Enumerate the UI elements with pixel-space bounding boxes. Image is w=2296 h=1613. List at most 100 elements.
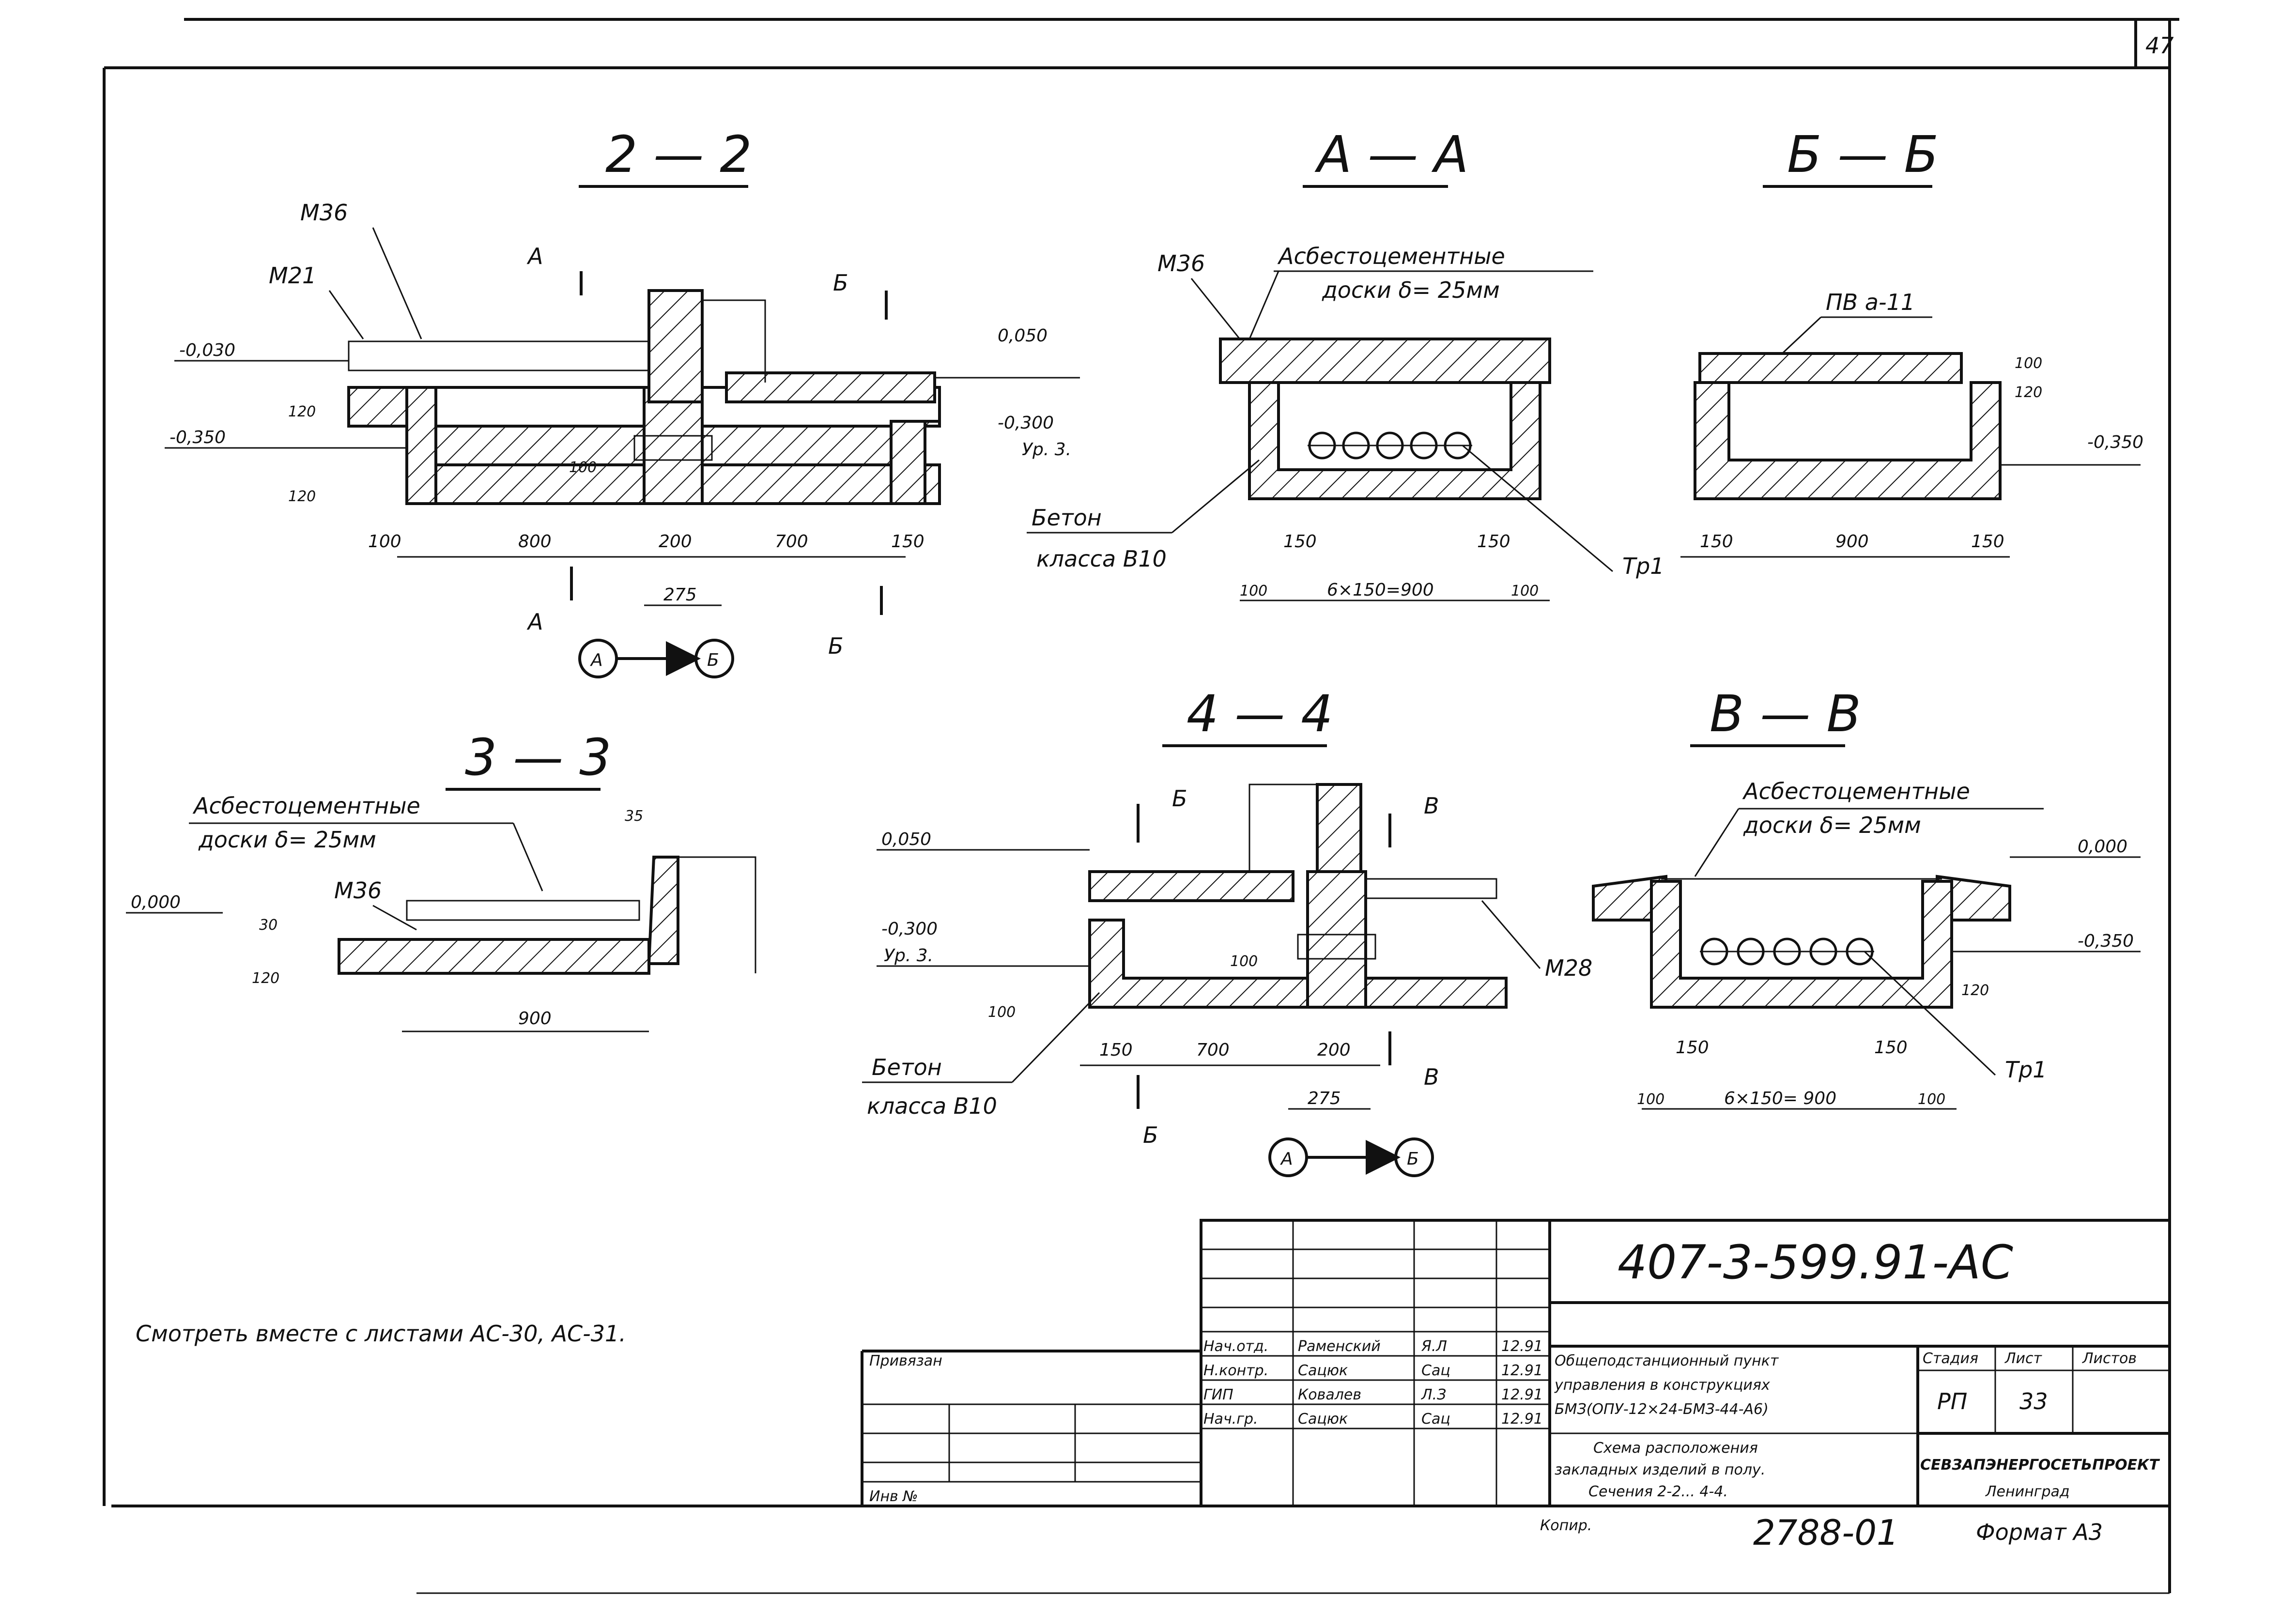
dim-4-4-700: 700 [1196,1040,1230,1060]
channel-v-v [1650,880,1953,1009]
dim-a-a-100a: 100 [1240,583,1267,599]
dim-a-a-150a: 150 [1283,532,1317,552]
see-also-note: Смотреть вместе с листами АС-30, АС-31. [136,1321,626,1347]
tb-stadia-header: Стадия [1923,1350,1978,1367]
section-3-3-title: 3 — 3 [465,728,611,787]
wall-outline-3-3 [678,856,756,973]
tb-sheet-title-1: закладных изделий в полу. [1555,1461,1765,1478]
slab-4-4-upper [1088,870,1294,902]
column-3-3 [647,856,679,965]
dim-b-b-h100: 100 [2015,355,2042,372]
tb-list: 33 [2019,1388,2048,1414]
dim-b-b-900: 900 [1835,532,1869,552]
label-b-b-pv: ПВ а-11 [1826,289,1915,315]
section-4-4-title: 4 — 4 [1187,684,1333,743]
svg-text:Б: Б [707,650,719,670]
wall-outline-2-2 [702,299,766,383]
tb-name-0: Раменский [1298,1338,1381,1355]
label-3-3-asb2: доски δ= 25мм [198,827,376,853]
dim-3-3-120: 120 [252,970,279,987]
cut-4-4-b1: Б [1172,785,1187,812]
label-m21: М21 [269,262,316,289]
dim-4-4-100b: 100 [988,1004,1016,1021]
section-2-2-title: 2 — 2 [605,125,752,184]
wall-4-4-mid [1306,870,1367,1009]
dim-2-2-120: 120 [288,403,316,420]
dim-v-v-900: 6×150= 900 [1724,1089,1836,1108]
footer-kopir: Копир. [1540,1517,1592,1534]
label-4-4-klass: класса В10 [867,1093,997,1119]
label-v-v-asb2: доски δ= 25мм [1743,812,1921,838]
channel-b-b [1694,381,2002,500]
column-4-4 [1316,783,1362,873]
dim-2-2-150: 150 [891,532,925,552]
dim-2-2-275: 275 [663,585,697,605]
tb-date-0: 12.91 [1501,1338,1543,1355]
dim-v-v-150b: 150 [1874,1038,1908,1058]
plate-m36-2-2 [348,340,650,371]
level-b-b: -0,350 [2087,432,2143,452]
dim-v-v-100a: 100 [1637,1091,1664,1108]
tb-sheet-title-2: Сечения 2-2... 4-4. [1588,1483,1728,1500]
tb-org: СЕВЗАПЭНЕРГОСЕТЬПРОЕКТ [1920,1457,2160,1474]
section-b-b: Б — Б ПВ а-11 -0,350 150 900 150 100 120 [1680,125,2143,558]
cut-a-bottom: А [526,609,543,635]
dim-b-b-150b: 150 [1971,532,2004,552]
tb-sign-3: Сац [1421,1411,1450,1428]
label-v-v-tr: Тр1 [2005,1057,2047,1083]
label-4-4-m28: М28 [1545,955,1592,981]
dim-v-v-100b: 100 [1918,1091,1945,1108]
tb-role-2: ГИП [1203,1386,1233,1403]
cut-b-top: Б [833,270,848,296]
footer-sheet-number: 2788-01 [1753,1512,1899,1553]
tb-date-3: 12.91 [1501,1411,1543,1428]
section-v-v: В — В Асбестоцементные доски δ= 25мм Тр1… [1592,684,2141,1110]
cut-b-bottom: Б [828,633,844,659]
node-b-2-2 [694,639,734,678]
wall-2-2-right [890,420,926,505]
level-2-2-l2: -0,350 [170,428,226,447]
dim-3-3-35: 35 [625,808,643,825]
level-v-v-l1: 0,000 [2078,837,2127,857]
tb-date-1: 12.91 [1501,1362,1543,1379]
level-4-4-l2b: Ур. 3. [884,946,933,966]
level-2-2-l4: -0,300 [998,413,1054,433]
tb-sign-1: Сац [1421,1362,1450,1379]
dim-2-2-120b: 120 [288,488,316,505]
dim-a-a-100b: 100 [1511,583,1539,599]
svg-text:Б: Б [1407,1149,1419,1169]
section-4-4: 4 — 4 Б Б В В М28 Бетон класса В10 0,050… [862,684,1592,1177]
dim-2-2-100: 100 [368,532,401,552]
slab-a-a [1219,338,1551,384]
label-3-3-asb1: Асбестоцементные [192,793,420,819]
tb-project-1: управления в конструкциях [1554,1377,1770,1394]
level-3-3: 0,000 [131,892,181,912]
dim-a-a-900: 6×150=900 [1327,580,1434,600]
label-a-a-tr: Тр1 [1622,553,1664,579]
tb-inv: Инв № [869,1488,918,1505]
dim-b-b-h120: 120 [2015,384,2042,401]
sheet-frame [103,18,2179,1594]
dim-2-2-100v: 100 [569,459,597,476]
cut-4-4-b2: Б [1143,1122,1158,1148]
dim-4-4-200: 200 [1317,1040,1351,1060]
embed-2-2 [633,435,713,461]
tb-sheet-title-0: Схема расположения [1593,1440,1758,1457]
wall-outline-4-4 [1248,783,1317,872]
label-a-a-beton: Бетон [1032,505,1102,531]
label-v-v-asb1: Асбестоцементные [1742,778,1970,804]
signature-table: Привязан Инв № Нач.отд. Н.контр. ГИП Нач… [861,1220,1550,1506]
sheet-corner-number: 47 [2145,32,2174,59]
tb-date-2: 12.91 [1501,1386,1543,1403]
title-block: Привязан Инв № Нач.отд. Н.контр. ГИП Нач… [861,1219,2171,1507]
tb-project-0: Общеподстанционный пункт [1555,1352,1779,1369]
tb-name-3: Сацюк [1298,1411,1348,1428]
dim-2-2-700: 700 [775,532,808,552]
channel-a-a [1248,381,1541,500]
slab-3-3 [338,938,650,975]
level-2-2-l4b: Ур. 3. [1022,440,1071,460]
svg-text:А: А [1280,1149,1293,1169]
tb-role-3: Нач.гр. [1203,1411,1258,1428]
cut-4-4-v2: В [1424,1064,1439,1090]
